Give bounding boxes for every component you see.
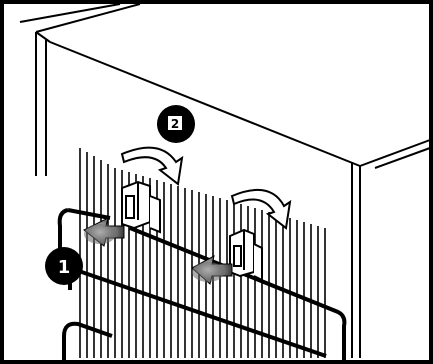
step-1-badge: 1	[45, 247, 83, 285]
step-1-label: 1	[58, 257, 71, 278]
step-2-label: 2	[171, 117, 179, 131]
image-border	[2, 2, 431, 362]
step-2-badge: 2	[157, 105, 195, 143]
